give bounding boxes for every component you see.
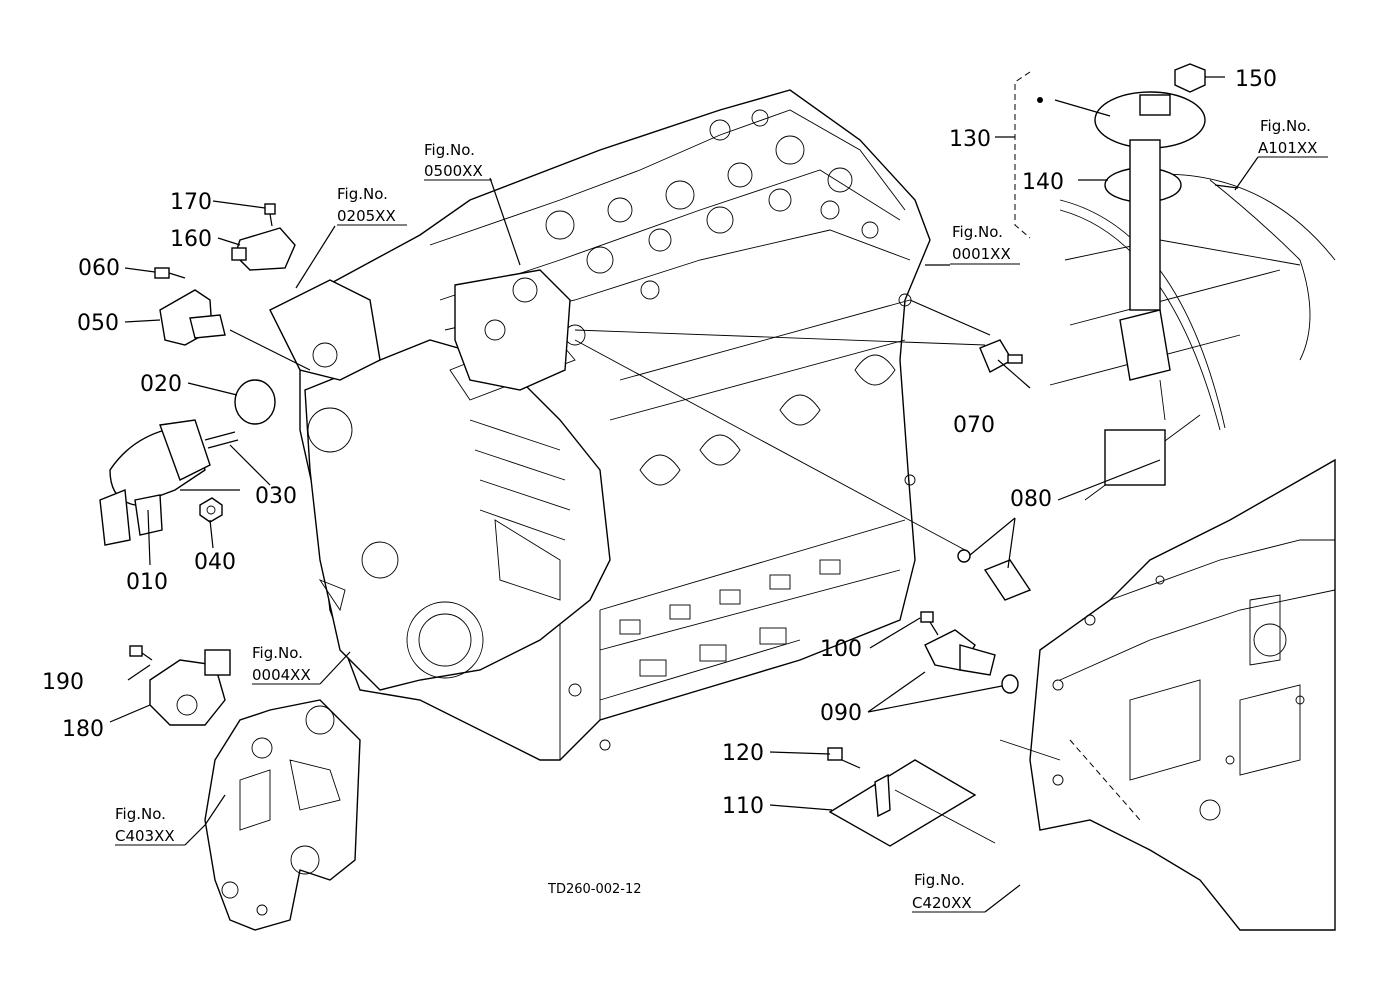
figref-0500xx: Fig.No. 0500XX — [424, 141, 492, 181]
label-150: 150 — [1235, 67, 1277, 92]
part-160-sensor — [231, 227, 296, 271]
part-130-fuel-sender — [1094, 91, 1206, 486]
svg-text:Fig.No.: Fig.No. — [952, 223, 1003, 241]
c403-housing-drawing — [204, 699, 361, 931]
part-050-sensor — [159, 289, 226, 346]
part-060-bolt — [154, 267, 186, 279]
svg-text:Fig.No.: Fig.No. — [1260, 117, 1311, 135]
label-050: 050 — [77, 311, 119, 336]
svg-text:Fig.No.: Fig.No. — [115, 805, 166, 823]
label-030: 030 — [255, 484, 297, 509]
svg-text:0500XX: 0500XX — [424, 162, 483, 180]
figref-c403xx: Fig.No. C403XX — [115, 805, 206, 846]
label-180: 180 — [62, 717, 104, 742]
part-010-solenoid — [99, 419, 239, 546]
label-120: 120 — [722, 741, 764, 766]
label-110: 110 — [722, 794, 764, 819]
engine-block-drawing — [269, 89, 931, 761]
fuel-tank-drawing — [1049, 173, 1336, 501]
leader-lines — [109, 71, 1239, 913]
label-010: 010 — [126, 570, 168, 595]
part-100-bolt — [920, 611, 939, 636]
svg-text:Fig.No.: Fig.No. — [337, 185, 388, 203]
part-020-o-ring — [234, 379, 276, 425]
figref-0205xx: Fig.No. 0205XX — [337, 185, 407, 226]
label-060: 060 — [78, 256, 120, 281]
drawing-code: TD260-002-12 — [547, 882, 642, 897]
part-170-bolt — [264, 203, 276, 227]
svg-text:C403XX: C403XX — [115, 827, 175, 845]
label-160: 160 — [170, 227, 212, 252]
svg-text:A101XX: A101XX — [1258, 139, 1317, 157]
part-080-sensor — [957, 549, 1032, 601]
svg-text:Fig.No.: Fig.No. — [424, 141, 475, 159]
label-130: 130 — [949, 127, 991, 152]
label-070: 070 — [953, 413, 995, 438]
label-140: 140 — [1022, 170, 1064, 195]
figref-0004xx: Fig.No. 0004XX — [252, 644, 320, 685]
part-070-sensor — [979, 339, 1023, 373]
figref-c420xx: Fig.No. C420XX — [912, 871, 985, 913]
part-labels: 010 020 030 040 050 060 070 080 090 100 … — [42, 67, 1277, 819]
svg-text:Fig.No.: Fig.No. — [914, 871, 965, 889]
part-110-plate — [828, 759, 977, 847]
svg-text:0205XX: 0205XX — [337, 207, 396, 225]
label-090: 090 — [820, 701, 862, 726]
svg-text:0001XX: 0001XX — [952, 245, 1011, 263]
label-080: 080 — [1010, 487, 1052, 512]
svg-text:C420XX: C420XX — [912, 894, 972, 912]
label-170: 170 — [170, 190, 212, 215]
svg-text:0004XX: 0004XX — [252, 666, 311, 684]
label-190: 190 — [42, 670, 84, 695]
part-150-nut — [1174, 63, 1206, 93]
label-020: 020 — [140, 372, 182, 397]
label-040: 040 — [194, 550, 236, 575]
figure-references: Fig.No. 0500XX Fig.No. 0205XX Fig.No. 00… — [115, 117, 1328, 913]
part-190-bolt — [129, 645, 153, 661]
part-090-sensor — [924, 629, 1019, 694]
transmission-case-drawing — [999, 458, 1336, 931]
label-100: 100 — [820, 637, 862, 662]
part-180-sensor — [149, 649, 231, 726]
figref-0001xx: Fig.No. 0001XX — [950, 223, 1020, 265]
figref-a101xx: Fig.No. A101XX — [1234, 117, 1328, 191]
svg-text:Fig.No.: Fig.No. — [252, 644, 303, 662]
part-120-bolt — [827, 747, 861, 769]
part-040-nut — [199, 497, 223, 523]
